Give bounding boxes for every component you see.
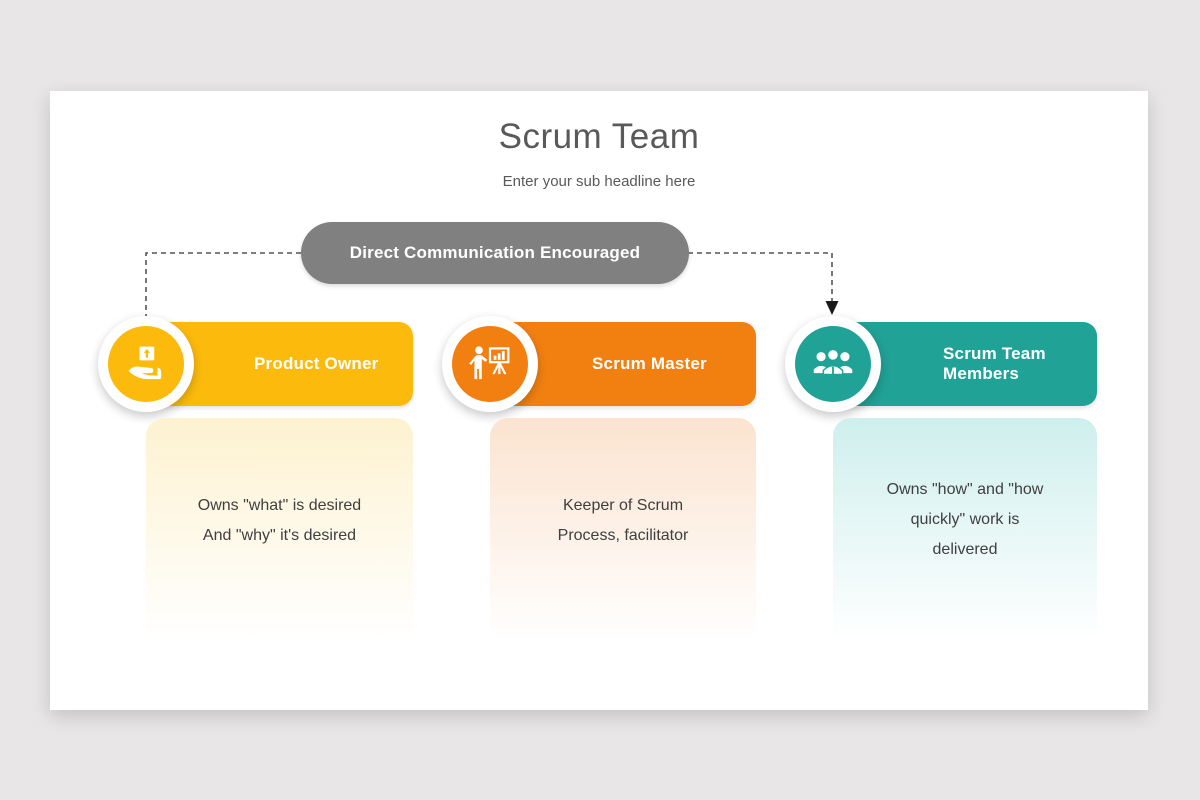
role-icon-badge [442, 316, 538, 412]
connector-left-dashed-line [145, 252, 301, 317]
slide-subtitle: Enter your sub headline here [502, 173, 696, 190]
role-label: Product Owner [254, 354, 379, 373]
role-icon-disc [452, 326, 528, 402]
role-description-text: Owns "what" is desired And "why" it's de… [197, 497, 362, 544]
role-label: Scrum Master [592, 354, 707, 373]
banner-direct-communication: Direct Communication Encouraged [301, 222, 689, 284]
role-icon-disc [108, 326, 184, 402]
hand-holding-box-icon [128, 346, 162, 380]
role-description-card: Keeper of Scrum Process, facilitator [490, 418, 756, 660]
role-icon-disc [795, 326, 871, 402]
connector-arrowhead-icon [825, 301, 839, 315]
connector-right-dashed-line [688, 252, 833, 302]
slide-canvas: Scrum Team Enter your sub headline here … [50, 91, 1148, 710]
role-description-text: Keeper of Scrum Process, facilitator [557, 497, 689, 544]
banner-label: Direct Communication Encouraged [349, 243, 641, 262]
column-scrum-team-members: Scrum Team Members Owns "how" and [50, 91, 1148, 710]
role-label: Scrum Team Members [943, 344, 1046, 383]
column-scrum-master: Scrum Master Keeper [50, 91, 1148, 710]
role-description-card: Owns "how" and "how quickly" work is del… [833, 418, 1097, 660]
people-group-icon [813, 348, 853, 376]
slide-title: Scrum Team [498, 117, 700, 156]
column-product-owner: Product Owner Owns "what" is desired And… [50, 91, 1148, 710]
role-icon-badge [785, 316, 881, 412]
role-description-card: Owns "what" is desired And "why" it's de… [146, 418, 413, 660]
connector-lines [145, 252, 839, 317]
role-icon-badge [98, 316, 194, 412]
presenter-easel-icon [469, 346, 510, 380]
role-description-text: Owns "how" and "how quickly" work is del… [886, 481, 1044, 558]
